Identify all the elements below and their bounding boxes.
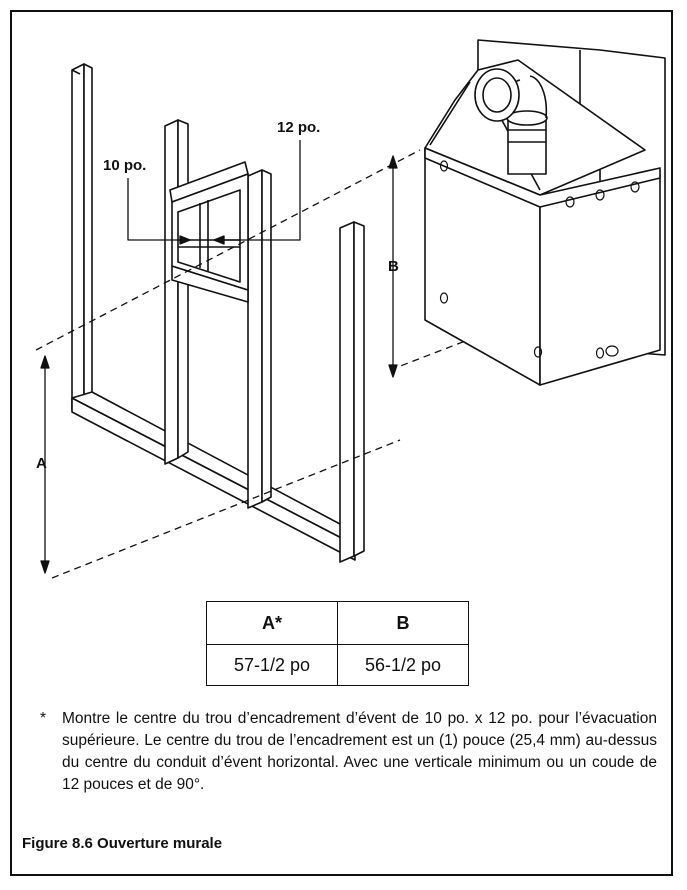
label-dim-b: B xyxy=(388,258,399,275)
dimension-a xyxy=(40,355,50,574)
vent-size-leaders xyxy=(127,140,301,245)
footnote: * Montre le centre du trou d’encadrement… xyxy=(40,708,657,796)
bottom-plate xyxy=(71,391,356,561)
dashed-reference-lines xyxy=(35,149,521,579)
stud-center-left xyxy=(164,119,189,465)
header-b: B xyxy=(337,601,469,645)
wall-framing xyxy=(71,63,365,563)
vent-pipe xyxy=(474,68,548,175)
footnote-marker: * xyxy=(40,710,47,727)
wall-framing-diagram xyxy=(35,39,666,579)
body-side xyxy=(539,174,661,386)
stud-center-right xyxy=(247,169,272,509)
value-b: 56-1/2 po xyxy=(337,644,469,686)
figure-frame xyxy=(10,10,673,876)
fasteners xyxy=(439,160,640,359)
table-header-row: A* B xyxy=(206,601,469,645)
footnote-text: Montre le centre du trou d’encadrement d… xyxy=(62,710,657,793)
stud-left xyxy=(71,63,93,411)
label-12-in: 12 po. xyxy=(277,119,321,136)
stud-right xyxy=(339,221,365,563)
table-row: 57-1/2 po 56-1/2 po xyxy=(206,644,469,686)
label-10-in: 10 po. xyxy=(103,157,147,174)
dimension-b xyxy=(388,155,398,378)
value-a: 57-1/2 po xyxy=(206,644,338,686)
label-dim-a: A xyxy=(36,455,47,472)
dimension-table: A* B 57-1/2 po 56-1/2 po xyxy=(206,601,469,686)
fireplace-unit xyxy=(424,39,666,386)
header-a: A* xyxy=(206,601,338,645)
figure-caption: Figure 8.6 Ouverture murale xyxy=(22,835,223,852)
vent-frame xyxy=(169,161,249,303)
